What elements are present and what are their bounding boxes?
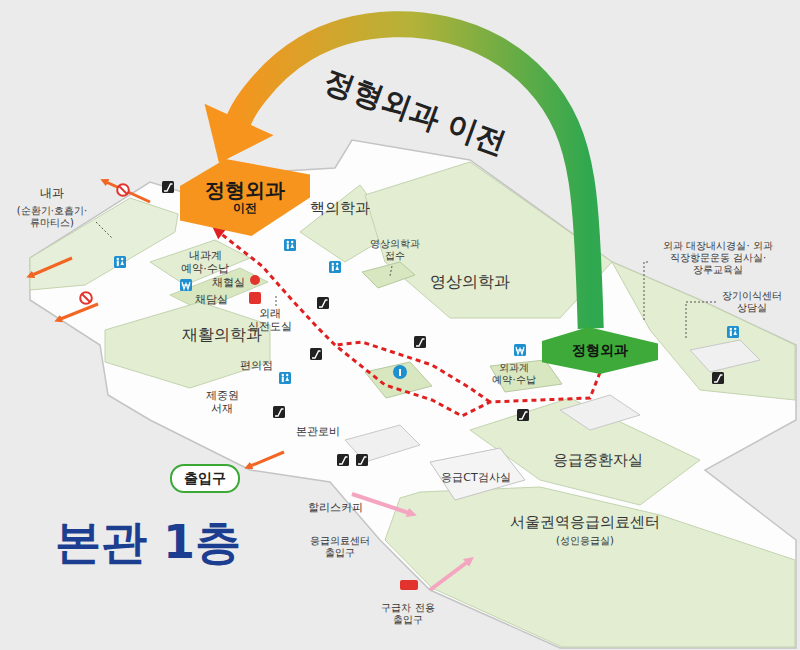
floor-plate (30, 140, 796, 648)
map-title: 본관 1층 (55, 516, 241, 569)
box-fill (180, 159, 310, 236)
leader-line (686, 302, 716, 338)
core-block (690, 340, 760, 372)
payment-icon (180, 279, 192, 291)
room-name: 제중원 서재 (201, 389, 243, 415)
no-entry-icon (117, 184, 129, 196)
lift-icon (356, 454, 368, 466)
room-name: 응급CT검사실 (441, 471, 510, 484)
room (385, 487, 795, 647)
lift-icon (162, 181, 174, 193)
toilet-icon (114, 256, 126, 268)
area-note: (성인응급실) (556, 535, 614, 547)
arrow-label: 정형외과 이전 (320, 63, 511, 161)
lift-icon (517, 409, 529, 421)
entrance-name: 구급차 전용 출입구 (375, 602, 441, 626)
box-note: 이전 (233, 202, 257, 216)
toilet-icon (284, 239, 296, 251)
toilet-icon (329, 261, 341, 273)
arrow-head (205, 104, 274, 163)
no-entry-icon (80, 292, 92, 304)
walking-route (213, 227, 601, 416)
room-name: 장기이식센터 상담실 (719, 290, 785, 314)
lift-icon (317, 297, 329, 309)
area-name: 본관로비 (296, 425, 340, 438)
room-name: 외과계 예약·수납 (488, 362, 540, 386)
leader-line (96, 222, 112, 238)
room-name: 영상의학과 접수 (367, 238, 423, 262)
leader-line (644, 262, 648, 322)
area-name: 서울권역응급의료센터 (510, 513, 660, 531)
room-name: 채혈실 (212, 276, 245, 289)
payment-icon (514, 344, 526, 356)
lift-icon (310, 348, 322, 360)
entrance-arrow (430, 560, 470, 590)
box-fill (542, 327, 658, 374)
area-name: 내과 (40, 186, 64, 200)
room-name: 외과 대장내시경실· 외과 직장항문운동 검사실· 장루교육실 (651, 240, 786, 276)
room-name: 편의점 (240, 359, 273, 372)
room (430, 448, 525, 500)
exit-arrow (104, 181, 150, 202)
room (362, 262, 415, 288)
room-name: 채담실 (195, 293, 228, 306)
room (612, 262, 795, 400)
relocated-department: 정형외과이전 (180, 159, 310, 236)
lift-icon (414, 336, 426, 348)
exit-arrow (30, 258, 72, 276)
leader-line (390, 266, 392, 276)
exit-sign: 출입구 (170, 464, 240, 493)
room-name: 할리스커피 (308, 501, 363, 514)
connector-branch (335, 342, 490, 402)
toilet-icon (279, 372, 291, 384)
info-icon (393, 365, 407, 379)
lift-icon (712, 372, 724, 384)
exit-arrow (248, 452, 284, 467)
box-title: 출입구 (184, 470, 226, 486)
lift-icon (337, 454, 349, 466)
ambulance-icon (400, 580, 418, 590)
entrance-name: 응급의료센터 출입구 (307, 535, 373, 559)
area-name: 핵의학과 (310, 199, 370, 217)
area-name: 응급중환자실 (553, 451, 643, 469)
room-name: 내과계 예약·수납 (177, 249, 233, 275)
blood-icon (250, 275, 260, 285)
room (105, 302, 270, 388)
leader-line (276, 296, 277, 306)
core-block (560, 395, 640, 430)
box-title: 정형외과 (205, 179, 285, 202)
info-icon-mark (399, 369, 401, 376)
connector-line (221, 234, 600, 416)
lift-icon (273, 406, 285, 418)
exit-arrow (58, 304, 98, 320)
box-title: 정형외과 (572, 342, 628, 358)
area-name: 영상의학과 (430, 272, 510, 291)
toilet-icon (727, 326, 739, 338)
former-department: 정형외과 (542, 327, 658, 374)
ecg-icon (249, 292, 261, 304)
room (365, 362, 432, 398)
area-name: 재활의학과 (182, 325, 262, 344)
area-note: (순환기·호흡기· 류마티스) (10, 205, 94, 229)
